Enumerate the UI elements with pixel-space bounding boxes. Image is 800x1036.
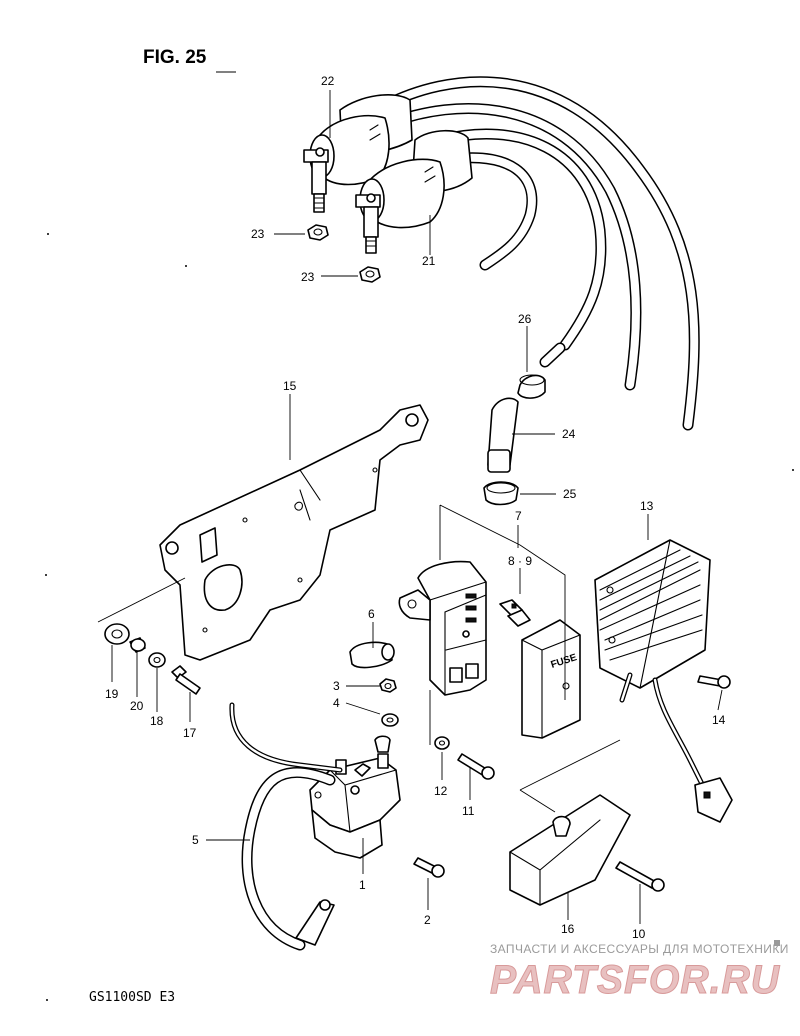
callout-6: 6	[368, 607, 375, 621]
ignition-coil-22	[303, 94, 413, 213]
watermark-logo: PARTSFOR.RU	[490, 958, 780, 1002]
washer-4	[381, 713, 399, 727]
callout-18: 18	[150, 714, 164, 728]
callout-14: 14	[712, 713, 726, 727]
fuse-box-7	[398, 560, 487, 696]
watermark: ЗАПЧАСТИ И АКСЕССУАРЫ ДЛЯ МОТОТЕХНИКИ PA…	[490, 940, 789, 1003]
callout-7: 7	[515, 509, 522, 523]
callout-17: 17	[183, 726, 197, 740]
callout-16: 16	[561, 922, 575, 936]
screw-14	[697, 675, 731, 689]
callout-19: 19	[105, 687, 119, 701]
callout-5: 5	[192, 833, 199, 847]
callout-3: 3	[333, 679, 340, 693]
callout-25: 25	[563, 487, 577, 501]
fuse-box-cover: FUSE	[521, 619, 581, 739]
callout-23-lower: 23	[301, 270, 315, 284]
spark-plug-cap-assembly	[483, 374, 546, 506]
callout-4: 4	[333, 696, 340, 710]
callout-13: 13	[640, 499, 654, 513]
washer-12	[434, 736, 450, 750]
grommet-19	[104, 623, 130, 645]
nut-23-lower	[359, 266, 381, 283]
collar-20	[129, 637, 146, 653]
leader-lines	[97, 90, 723, 924]
screw-11	[457, 753, 495, 780]
starter-relay-1	[309, 735, 401, 859]
high-tension-cables	[374, 76, 700, 431]
bracket-15	[159, 404, 429, 661]
starter-cable-5	[241, 766, 336, 951]
watermark-tagline: ЗАПЧАСТИ И АКСЕССУАРЫ ДЛЯ МОТОТЕХНИКИ	[490, 942, 789, 956]
callout-10: 10	[632, 927, 646, 941]
ignition-coil-assembly	[303, 76, 700, 431]
figure-title: FIG. 25	[143, 47, 207, 68]
callout-11: 11	[462, 804, 475, 818]
nut-23-upper	[307, 224, 329, 241]
terminal-cap-6	[349, 641, 395, 669]
nut-3	[379, 678, 397, 693]
callout-21: 21	[422, 254, 436, 268]
washer-18	[148, 652, 166, 668]
model-code: GS1100SD E3	[89, 990, 175, 1005]
screw-10	[615, 861, 665, 892]
screw-2	[413, 857, 445, 878]
callout-22: 22	[321, 74, 335, 88]
fuses-8-9	[499, 599, 531, 627]
bolt-17	[171, 665, 201, 695]
callout-labels: 22 23 23 21 26 24 25 15 7 8 · 9 13 14 6 …	[105, 74, 726, 941]
scan-specks	[45, 233, 794, 1001]
callout-24: 24	[562, 427, 576, 441]
callout-12: 12	[434, 784, 448, 798]
callout-15: 15	[283, 379, 297, 393]
callout-23-upper: 23	[251, 227, 265, 241]
regulator-13	[594, 539, 733, 823]
callout-8-9: 8 · 9	[508, 554, 532, 568]
ignition-coil-21	[355, 129, 473, 254]
callout-2: 2	[424, 913, 431, 927]
callout-20: 20	[130, 699, 144, 713]
holder-16	[509, 794, 631, 906]
callout-26: 26	[518, 312, 532, 326]
callout-1: 1	[359, 878, 366, 892]
